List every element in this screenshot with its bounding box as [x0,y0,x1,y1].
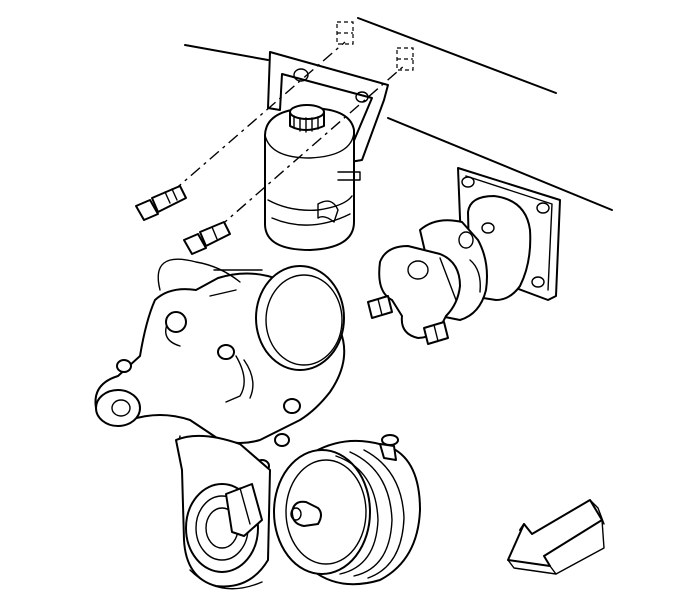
balancer [175,434,271,590]
mounting-bolt-upper [135,185,187,221]
reservoir-cap [289,104,325,133]
clip-nut-right [396,47,414,71]
clip-nut-left [336,21,354,45]
body-panel-lines [184,17,613,211]
alignment-lines [171,41,406,229]
crankshaft-pulley [273,434,421,586]
vacuum-pump [367,195,532,345]
water-pump-housing [94,258,346,473]
direction-arrow [507,499,605,575]
mounting-bolt-lower [183,221,231,255]
